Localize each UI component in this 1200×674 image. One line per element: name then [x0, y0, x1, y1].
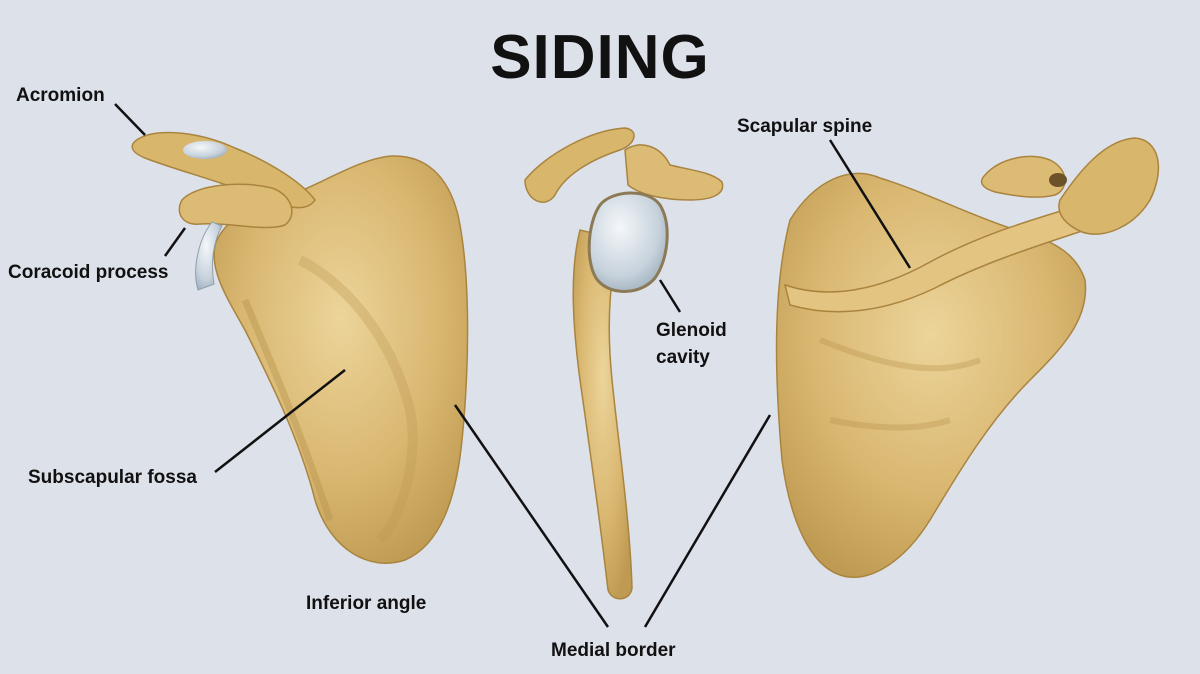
scapula-posterior-body: [775, 172, 1087, 578]
fossa-shadow: [297, 255, 418, 544]
scapula-lateral-view: [524, 127, 724, 600]
leader-subscapular-fossa: [214, 369, 346, 473]
label-inferior-angle: Inferior angle: [306, 593, 427, 614]
scapula-anterior-body: [213, 155, 469, 564]
lateral-ridge: [241, 298, 334, 522]
leader-lines: [114, 103, 912, 628]
leader-medial-border-left: [453, 404, 610, 628]
lateral-view-coracoid: [624, 144, 724, 201]
leader-scapular-spine: [828, 139, 912, 269]
glenoid-edge-left: [195, 221, 223, 291]
coracoid-process-shape: [178, 183, 293, 229]
diagram-title: SIDING: [490, 23, 710, 92]
label-acromion: Acromion: [16, 85, 105, 106]
label-glenoid-cavity: Glenoid cavity: [656, 320, 727, 368]
label-coracoid-process: Coracoid process: [8, 262, 169, 283]
leader-glenoid: [658, 279, 682, 313]
leader-acromion: [114, 103, 146, 136]
lateral-view-acromion: [524, 127, 635, 203]
suprascapular-notch: [1049, 173, 1067, 187]
label-subscapular-fossa: Subscapular fossa: [28, 467, 197, 488]
glenoid-cavity-shape: [587, 191, 669, 293]
coracoid-posterior: [980, 155, 1066, 198]
acromion-facet: [183, 141, 227, 159]
leader-coracoid: [163, 227, 187, 257]
acromion-posterior: [1058, 137, 1160, 235]
lateral-view-blade: [572, 229, 633, 600]
label-medial-border: Medial border: [551, 640, 676, 661]
label-scapular-spine: Scapular spine: [737, 116, 873, 137]
infraspinous-shadow: [818, 337, 982, 431]
scapula-posterior-view: [775, 137, 1160, 578]
leader-medial-border-right: [643, 414, 772, 628]
scapula-anterior-view: [131, 131, 469, 564]
